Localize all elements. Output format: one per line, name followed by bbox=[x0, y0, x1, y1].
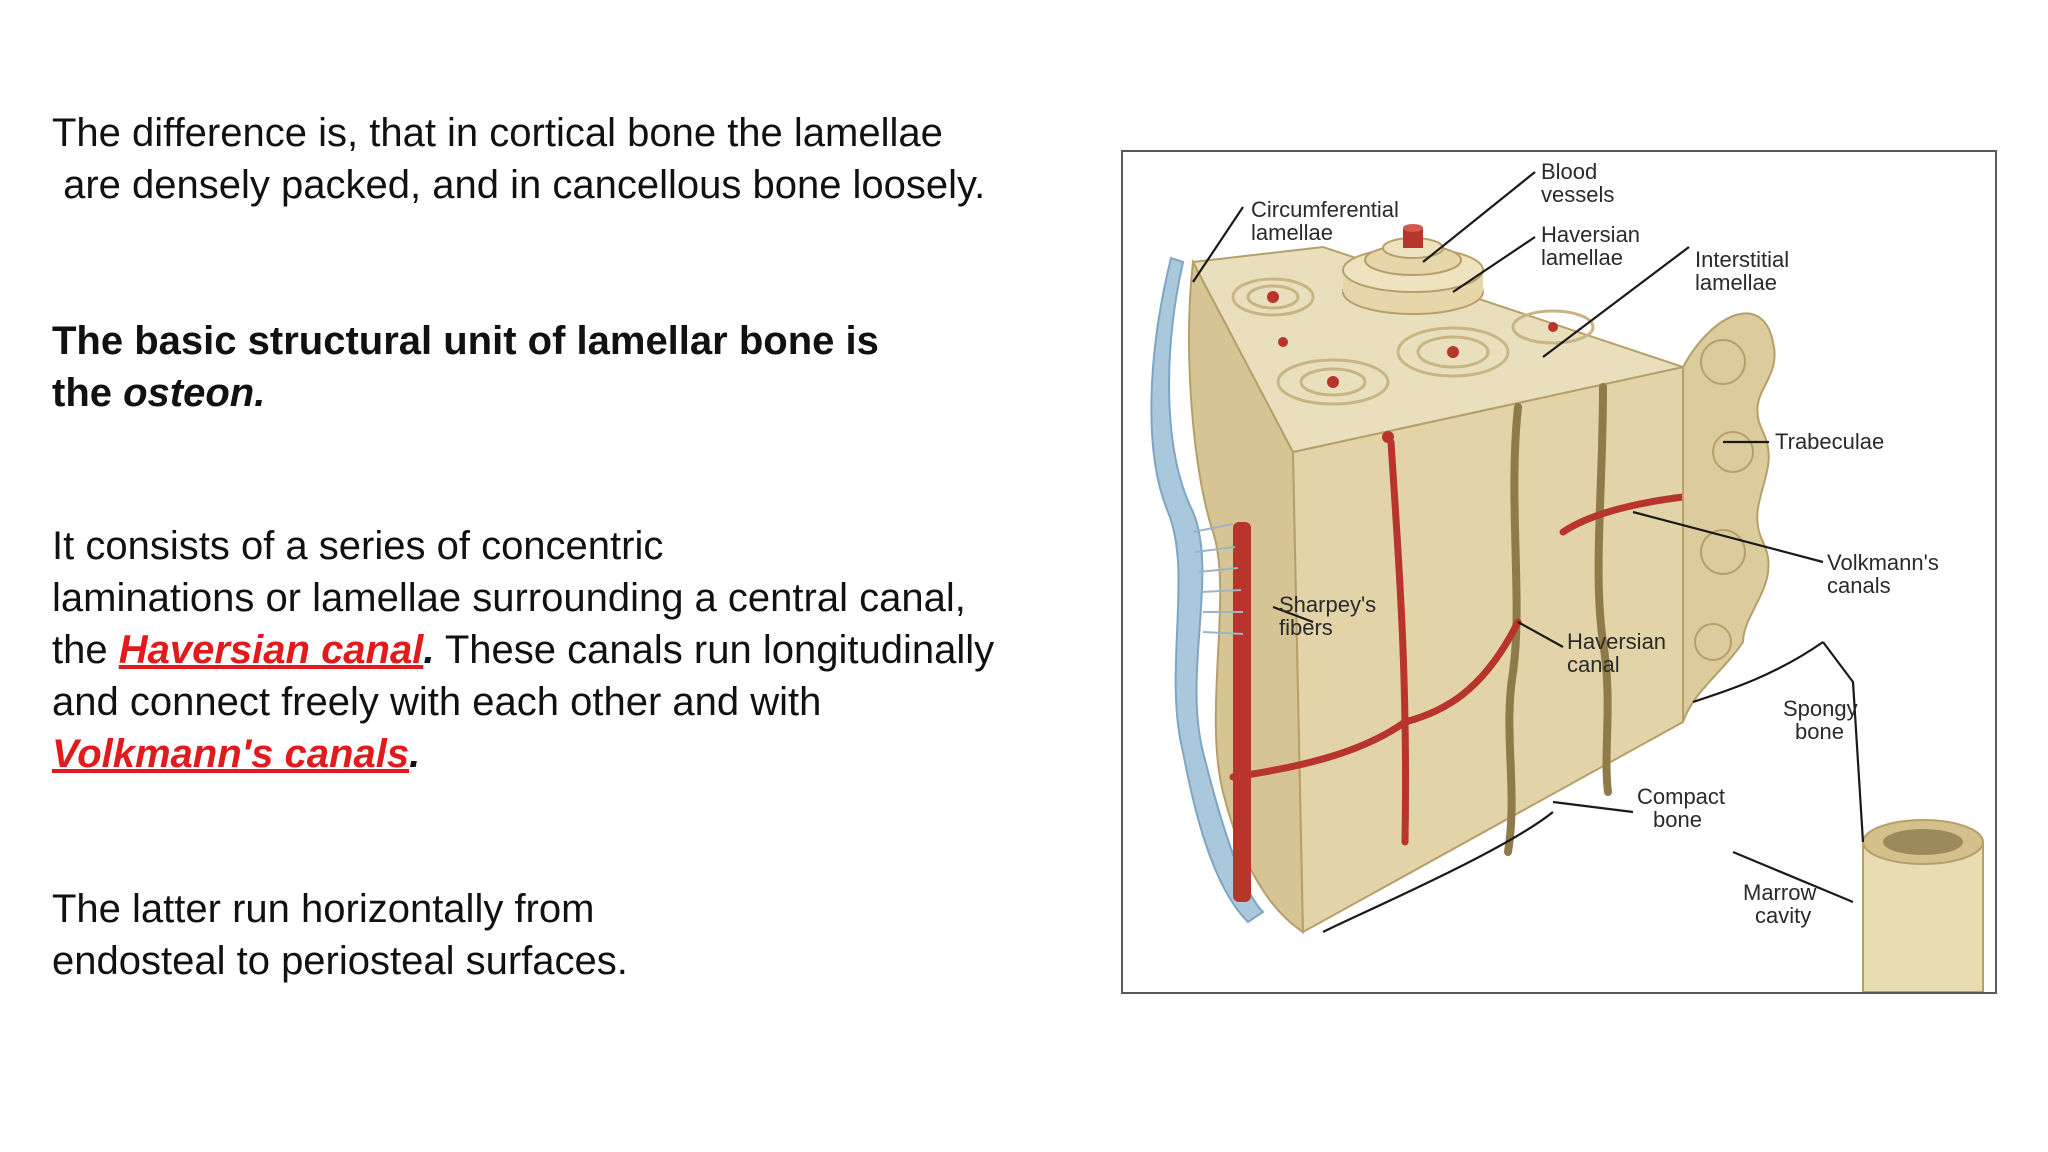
text-line: laminations or lamellae surrounding a ce… bbox=[52, 576, 966, 620]
paragraph-osteon: The basic structural unit of lamellar bo… bbox=[52, 315, 1052, 419]
label-volkmanns-2: canals bbox=[1827, 573, 1891, 598]
label-compact-2: bone bbox=[1653, 807, 1702, 832]
blood-vessels bbox=[1229, 438, 1687, 846]
text-fragment: . bbox=[409, 732, 421, 776]
label-sharpeys-2: fibers bbox=[1279, 615, 1333, 640]
text-line: the Haversian canal. These canals run lo… bbox=[52, 624, 1092, 676]
label-spongy-1: Spongy bbox=[1783, 696, 1858, 721]
label-blood-vessels-1: Blood bbox=[1541, 159, 1597, 184]
label-spongy-2: bone bbox=[1795, 719, 1844, 744]
text-fragment: the bbox=[52, 628, 119, 672]
text-line: endosteal to periosteal surfaces. bbox=[52, 939, 628, 983]
paragraph-lamellae-difference: The difference is, that in cortical bone… bbox=[52, 107, 1092, 211]
periosteum bbox=[1150, 256, 1265, 924]
label-blood-vessels-2: vessels bbox=[1541, 182, 1614, 207]
text-line: Volkmann's canals. bbox=[52, 728, 1092, 780]
label-marrow-2: cavity bbox=[1755, 903, 1811, 928]
external-artery bbox=[1233, 522, 1251, 902]
osteon-term: osteon. bbox=[123, 371, 266, 415]
label-volkmanns-1: Volkmann's bbox=[1827, 550, 1939, 575]
text-line: The difference is, that in cortical bone… bbox=[52, 111, 943, 155]
bone-diagram-frame: Blood vessels Circumferential lamellae H… bbox=[1121, 150, 1997, 994]
label-circumferential-1: Circumferential bbox=[1251, 197, 1399, 222]
bone-cross-section-diagram: Blood vessels Circumferential lamellae H… bbox=[1150, 159, 1984, 992]
haversian-canal-term: Haversian canal bbox=[118, 628, 424, 672]
spongy-bone-bracket bbox=[1692, 641, 1824, 704]
text-line: It consists of a series of concentric bbox=[52, 524, 664, 568]
volkmanns-canals-term: Volkmann's canals bbox=[52, 732, 410, 776]
text-line: The basic structural unit of lamellar bo… bbox=[52, 319, 879, 363]
text-fragment: the bbox=[52, 371, 124, 415]
trabeculae bbox=[1682, 312, 1776, 723]
label-haversian-lamellae-1: Haversian bbox=[1541, 222, 1640, 247]
text-fragment: . bbox=[423, 628, 435, 672]
label-trabeculae: Trabeculae bbox=[1775, 429, 1884, 454]
osteon-rings bbox=[1231, 277, 1595, 406]
paragraph-volkmann-direction: The latter run horizontally from endoste… bbox=[52, 883, 1092, 987]
leader-lines bbox=[1192, 171, 1865, 904]
label-haversian-canal-2: canal bbox=[1567, 652, 1620, 677]
text-line: the osteon. bbox=[52, 367, 1052, 419]
compact-bone-bracket bbox=[1322, 811, 1554, 933]
label-interstitial-1: Interstitial bbox=[1695, 247, 1789, 272]
text-line: are densely packed, and in cancellous bo… bbox=[52, 163, 986, 207]
label-circumferential-2: lamellae bbox=[1251, 220, 1333, 245]
text-line: The latter run horizontally from bbox=[52, 887, 595, 931]
haversian-canals bbox=[1504, 383, 1612, 856]
label-compact-1: Compact bbox=[1637, 784, 1725, 809]
osteon-stack bbox=[1342, 224, 1484, 315]
label-haversian-lamellae-2: lamellae bbox=[1541, 245, 1623, 270]
text-fragment: These canals run longitudinally bbox=[434, 628, 995, 672]
canal-dots bbox=[1267, 291, 1558, 443]
label-marrow-1: Marrow bbox=[1743, 880, 1816, 905]
marrow-shaft bbox=[1862, 819, 1984, 992]
paragraph-osteon-structure: It consists of a series of concentric la… bbox=[52, 520, 1092, 780]
label-haversian-canal-1: Haversian bbox=[1567, 629, 1666, 654]
text-line: and connect freely with each other and w… bbox=[52, 680, 822, 724]
sharpeys-fibers bbox=[1192, 523, 1244, 635]
label-interstitial-2: lamellae bbox=[1695, 270, 1777, 295]
label-sharpeys-1: Sharpey's bbox=[1279, 592, 1376, 617]
